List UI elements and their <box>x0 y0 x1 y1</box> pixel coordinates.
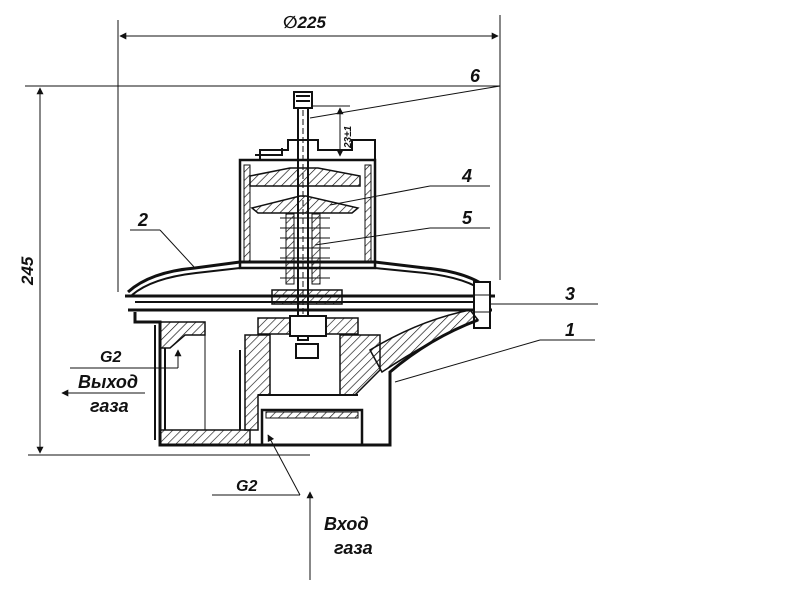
valve-stem <box>293 91 313 341</box>
spring-housing <box>238 139 377 285</box>
callout-2: 2 <box>137 210 148 230</box>
diaphragm-cover <box>125 260 495 329</box>
callout-6: 6 <box>470 66 481 86</box>
height-label: 245 <box>18 256 37 286</box>
callout-1: 1 <box>565 320 575 340</box>
callout-5: 5 <box>462 208 473 228</box>
outlet-flow-label-1: Выход <box>78 372 138 392</box>
inlet-thread-label: G2 <box>236 478 257 495</box>
outlet-flow-label-2: газа <box>90 396 129 416</box>
callout-4: 4 <box>461 166 472 186</box>
stroke-label: 23±1 <box>343 125 354 149</box>
inlet-annotation: G2 Вход газа <box>212 434 373 580</box>
stroke-dimension: 23±1 <box>305 105 354 157</box>
outlet-annotation: G2 Выход газа <box>61 349 182 416</box>
inlet-flow-label-2: газа <box>334 538 373 558</box>
outlet-thread-label: G2 <box>100 349 121 366</box>
diameter-label: ∅225 <box>283 13 326 32</box>
callout-leaders <box>130 85 598 383</box>
diameter-dimension: ∅225 <box>117 13 501 292</box>
regulator-body <box>133 309 480 447</box>
spring <box>280 213 330 285</box>
inlet-flow-label-1: Вход <box>324 514 368 534</box>
height-dimension: 2 4 5 <box>18 85 500 456</box>
callout-3: 3 <box>565 284 575 304</box>
